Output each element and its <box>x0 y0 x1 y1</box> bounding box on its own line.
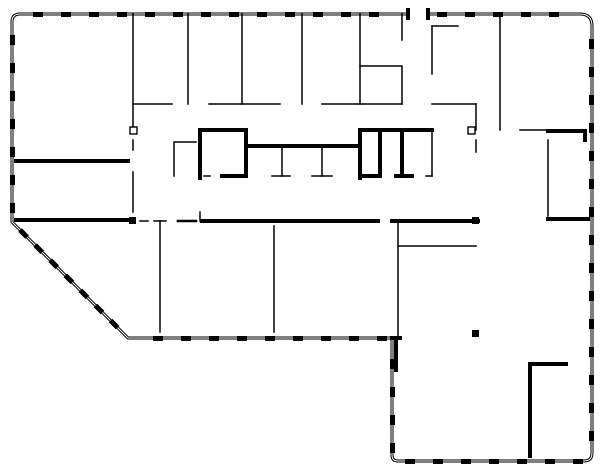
window-mullion-icon <box>89 12 99 17</box>
window-mullion-icon <box>78 288 90 300</box>
window-mullion-icon <box>390 387 395 397</box>
columns <box>129 126 479 337</box>
window-mullion-icon <box>589 39 594 49</box>
window-mullion-icon <box>493 12 503 17</box>
window-mullion-icon <box>589 347 594 357</box>
window-mullion-icon <box>405 459 415 464</box>
window-mullion-icon <box>549 12 559 17</box>
core-wall <box>244 128 362 148</box>
window-mullion-icon <box>321 336 331 341</box>
window-mullion-icon <box>265 336 275 341</box>
window-mullion-icon <box>461 459 471 464</box>
closet-wall <box>359 65 403 105</box>
window-mullion-icon <box>545 459 555 464</box>
window-mullion-icon <box>10 203 15 213</box>
window-mullion-icon <box>369 12 379 17</box>
window-mullion-icon <box>589 207 594 217</box>
column-icon <box>129 217 136 224</box>
window-mullion-icon <box>153 336 163 341</box>
window-mullion-icon <box>293 336 303 341</box>
window-mullion-icon <box>589 319 594 329</box>
window-mullion-icon <box>349 336 359 341</box>
window-mullion-icon <box>589 151 594 161</box>
window-mullion-icon <box>589 123 594 133</box>
window-mullion-icon <box>390 415 395 425</box>
window-mullion-icon <box>390 443 395 453</box>
window-mullion-icon <box>10 119 15 129</box>
window-mullion-icon <box>573 459 583 464</box>
window-mullion-icon <box>48 258 60 270</box>
window-mullion-icon <box>63 273 75 285</box>
window-mullion-icon <box>313 12 323 17</box>
core-wall <box>173 141 197 177</box>
window-mullion-icon <box>173 12 183 17</box>
window-mullion-icon <box>93 303 105 315</box>
window-mullion-icon <box>465 12 475 17</box>
window-mullion-icon <box>377 336 387 341</box>
window-mullion-icon <box>145 12 155 17</box>
window-mullion-icon <box>181 336 191 341</box>
window-mullion-icon <box>589 375 594 385</box>
exterior-wall-inner-line <box>11 13 593 462</box>
window-mullion-icon <box>589 67 594 77</box>
window-mullions <box>10 12 594 464</box>
window-mullion-icon <box>33 243 44 254</box>
window-mullion-icon <box>489 459 499 464</box>
window-mullion-icon <box>10 91 15 101</box>
window-mullion-icon <box>285 12 295 17</box>
window-mullion-icon <box>521 12 531 17</box>
window-mullion-icon <box>390 359 395 369</box>
column-icon <box>472 217 479 224</box>
exterior-wall <box>10 8 594 463</box>
column-icon <box>467 126 476 135</box>
window-mullion-icon <box>10 63 15 73</box>
window-mullion-icon <box>10 147 15 157</box>
interior-walls <box>14 13 590 458</box>
window-mullion-icon <box>33 12 43 17</box>
column-icon <box>472 330 479 337</box>
window-mullion-icon <box>10 35 15 45</box>
window-mullion-icon <box>589 403 594 413</box>
column-icon <box>129 126 138 135</box>
window-mullion-icon <box>589 235 594 245</box>
window-mullion-icon <box>589 431 594 441</box>
window-mullion-icon <box>433 459 443 464</box>
window-mullion-icon <box>61 12 71 17</box>
window-mullion-icon <box>257 12 267 17</box>
window-mullion-icon <box>589 95 594 105</box>
window-mullion-icon <box>18 228 29 239</box>
storage-room-wall <box>528 362 568 458</box>
window-mullion-icon <box>201 12 211 17</box>
window-mullion-icon <box>10 175 15 185</box>
core-wall <box>358 128 434 180</box>
window-mullion-icon <box>589 263 594 273</box>
window-mullion-icon <box>437 12 447 17</box>
window-mullion-icon <box>117 12 127 17</box>
window-mullion-icon <box>517 459 527 464</box>
window-mullion-icon <box>209 336 219 341</box>
window-mullion-icon <box>229 12 239 17</box>
window-mullion-icon <box>237 336 247 341</box>
window-mullion-icon <box>108 318 120 330</box>
core-wall <box>198 128 248 180</box>
window-mullion-icon <box>589 291 594 301</box>
window-mullion-icon <box>341 12 351 17</box>
window-mullion-icon <box>589 179 594 189</box>
